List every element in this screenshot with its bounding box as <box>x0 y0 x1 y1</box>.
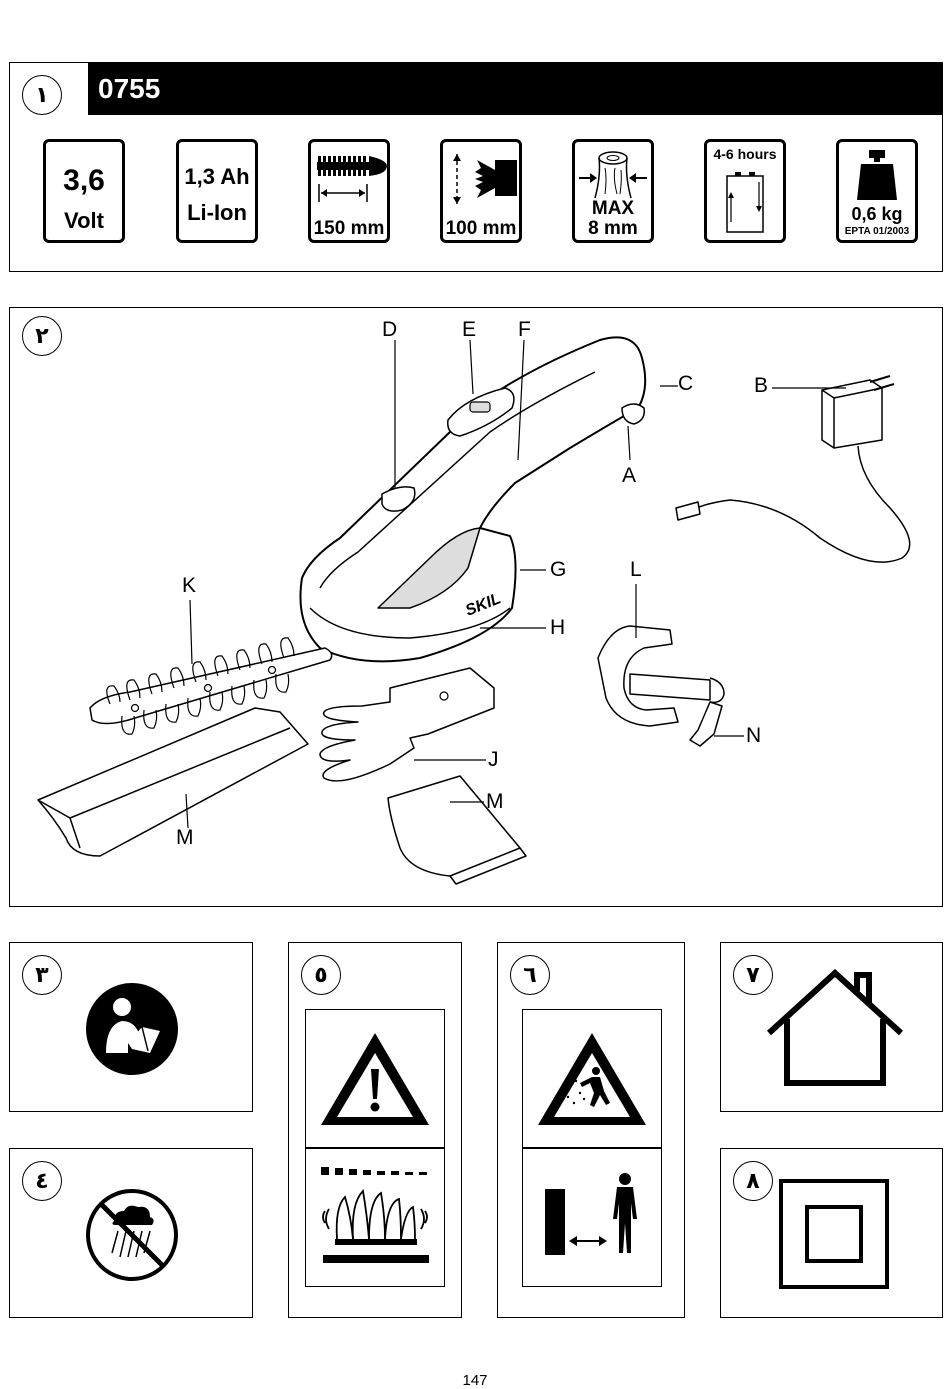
battery-charge-icon <box>726 172 764 233</box>
label-j: J <box>488 748 499 771</box>
label-n: N <box>746 724 762 747</box>
label-e: E <box>462 318 477 341</box>
tool-exploded-diagram: SKIL <box>37 336 911 885</box>
double-insulation-icon <box>779 1179 889 1289</box>
label-d: D <box>382 318 398 341</box>
warning-icon <box>321 1033 429 1125</box>
blade-cover-m-long <box>37 707 309 857</box>
weight-icon <box>857 150 897 200</box>
no-rain-icon <box>86 1189 178 1281</box>
label-k: K <box>182 574 197 597</box>
section-5-number: ٥ <box>301 955 341 995</box>
bystander-warning-icon <box>538 1033 646 1125</box>
section-6-panel: ٦ <box>497 942 685 1318</box>
label-m-long: M <box>176 826 194 849</box>
label-a: A <box>622 464 637 487</box>
label-f: F <box>518 318 531 341</box>
hedge-blade-icon <box>317 156 387 202</box>
keep-distance-icon <box>545 1173 637 1255</box>
branch-diameter-icon <box>579 151 647 199</box>
max-cut-label: MAX <box>591 198 635 219</box>
section-3-panel: ٣ <box>9 942 253 1112</box>
cutting-width-spec: 100 mm <box>440 139 522 243</box>
shear-blade-icon <box>453 154 517 204</box>
section-4-number: ٤ <box>22 1161 62 1201</box>
blade-length-value: 150 mm <box>313 218 385 239</box>
label-m-small: M <box>486 790 504 813</box>
voltage-spec: 3,6 Volt <box>43 139 125 243</box>
weight-standard: EPTA 01/2003 <box>844 226 910 237</box>
read-manual-icon <box>86 983 178 1075</box>
battery-capacity: 1,3 Ah <box>184 164 250 189</box>
lock-button-d <box>381 486 416 512</box>
cutting-width-value: 100 mm <box>445 218 517 239</box>
section-6-number: ٦ <box>510 955 550 995</box>
grass-blade-j <box>319 667 495 782</box>
section-5-panel: ٥ <box>288 942 462 1318</box>
section-7-panel: ٧ <box>720 942 943 1112</box>
label-h: H <box>550 616 566 639</box>
section-7-number: ٧ <box>733 955 773 995</box>
section-1-panel: ١ 0755 3,6 Volt 1,3 Ah Li-Ion 150 mm <box>9 62 943 272</box>
section-3-number: ٣ <box>22 955 62 995</box>
shear-body <box>299 336 647 663</box>
section-2-panel: ٢ <box>9 307 943 907</box>
handle-adapter-l <box>597 625 679 727</box>
clip-n <box>689 701 723 747</box>
indoor-use-icon <box>766 969 904 1086</box>
section-2-number: ٢ <box>22 316 62 356</box>
max-cut-spec: MAX 8 mm <box>572 139 654 243</box>
label-b: B <box>754 374 769 397</box>
label-g: G <box>550 558 567 581</box>
max-cut-value: 8 mm <box>588 218 638 239</box>
blade-cover-m-small <box>387 775 521 877</box>
model-title: 0755 <box>88 63 942 115</box>
weight-value: 0,6 kg <box>851 204 903 224</box>
voltage-value: 3,6 <box>63 164 105 197</box>
battery-type: Li-Ion <box>187 200 247 225</box>
charge-time-value: 4-6 hours <box>713 146 777 162</box>
section-4-panel: ٤ <box>9 1148 253 1318</box>
charge-time-spec: 4-6 hours <box>704 139 786 243</box>
section-8-number: ٨ <box>733 1161 773 1201</box>
voltage-unit: Volt <box>64 208 104 233</box>
blade-length-spec: 150 mm <box>308 139 390 243</box>
label-l: L <box>630 558 642 581</box>
weight-spec: 0,6 kg EPTA 01/2003 <box>836 139 918 243</box>
section-8-panel: ٨ <box>720 1148 943 1318</box>
page-number: 147 <box>462 1372 488 1389</box>
label-c: C <box>678 372 694 395</box>
battery-indicator-a <box>621 403 646 425</box>
moving-blades-icon <box>321 1167 429 1263</box>
battery-spec: 1,3 Ah Li-Ion <box>176 139 258 243</box>
section-1-number: ١ <box>22 75 62 115</box>
